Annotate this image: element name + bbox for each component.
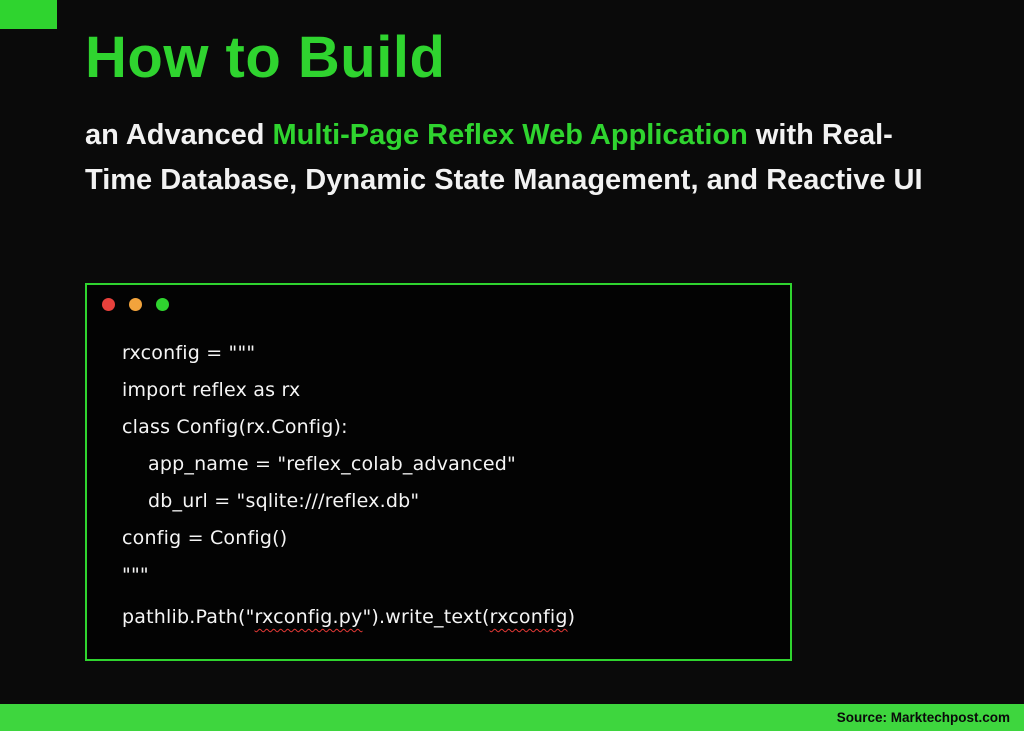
- code-line: rxconfig = """: [122, 335, 774, 372]
- code-window: rxconfig = """ import reflex as rx class C…: [85, 283, 792, 661]
- source-credit: Source: Marktechpost.com: [836, 710, 1010, 725]
- maximize-window-icon[interactable]: [156, 298, 169, 311]
- close-window-icon[interactable]: [102, 298, 115, 311]
- subtitle-text-pre: an Advanced: [85, 119, 273, 151]
- code-segment: config = Config(): [122, 527, 288, 549]
- code-segment: """: [122, 564, 149, 586]
- window-controls: [87, 285, 790, 311]
- code-line: pathlib.Path("rxconfig.py").write_text(r…: [122, 599, 774, 636]
- code-segment-misspelled: rxconfig: [489, 606, 568, 628]
- code-line: """: [122, 557, 774, 594]
- footer-bar: Source: Marktechpost.com: [0, 704, 1024, 731]
- code-segment: ): [567, 606, 576, 628]
- code-line: import reflex as rx: [122, 372, 774, 409]
- code-segment: app_name = "reflex_colab_advanced": [148, 453, 516, 475]
- subtitle-highlight: Multi-Page Reflex Web Application: [272, 119, 748, 151]
- code-segment: rxconfig = """: [122, 342, 256, 364]
- code-segment: pathlib.Path(": [122, 606, 255, 628]
- code-segment: ").write_text(: [362, 606, 490, 628]
- page-title: How to Build: [85, 25, 446, 90]
- code-segment: import reflex as rx: [122, 379, 301, 401]
- code-line: config = Config(): [122, 520, 774, 557]
- code-segment: db_url = "sqlite:///reflex.db": [148, 490, 420, 512]
- code-segment: class Config(rx.Config):: [122, 416, 348, 438]
- page-subtitle: an Advanced Multi-Page Reflex Web Applic…: [85, 113, 930, 203]
- code-segment-misspelled: rxconfig.py: [254, 606, 363, 628]
- code-line: db_url = "sqlite:///reflex.db": [122, 483, 774, 520]
- subtitle-text-post: with Real-Time Database, Dynamic State M…: [85, 119, 923, 196]
- code-line: app_name = "reflex_colab_advanced": [122, 446, 774, 483]
- corner-accent: [0, 0, 57, 29]
- minimize-window-icon[interactable]: [129, 298, 142, 311]
- code-block: rxconfig = """ import reflex as rx class C…: [87, 311, 790, 636]
- code-line: class Config(rx.Config):: [122, 409, 774, 446]
